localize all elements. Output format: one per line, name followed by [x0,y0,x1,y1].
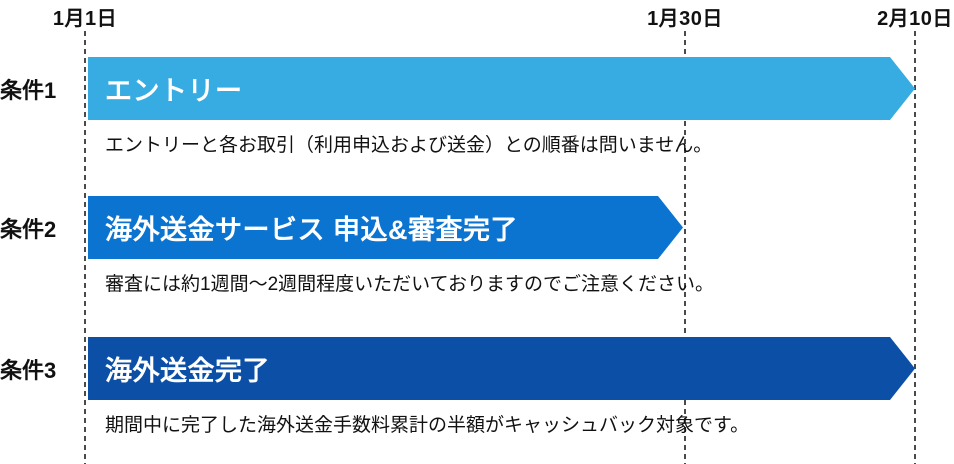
bar-title: エントリー [105,76,243,106]
date-label: 2月10日 [877,8,953,30]
timeline-bar: 海外送金サービス 申込&審査完了 [88,196,683,259]
condition-label: 条件3 [0,357,57,383]
dashed-gridline [914,31,916,464]
row-caption: 期間中に完了した海外送金手数料累計の半額がキャッシュバック対象です。 [105,415,750,436]
row-caption: エントリーと各お取引（利用申込および送金）との順番は問いません。 [105,135,713,156]
dashed-gridline [684,31,686,464]
bar-title: 海外送金サービス 申込&審査完了 [105,215,518,245]
condition-label: 条件1 [0,77,57,103]
timeline-bar: エントリー [88,57,915,120]
timeline-row-condition2: 条件2 海外送金サービス 申込&審査完了 審査には約1週間〜2週間程度いただいて… [0,196,954,296]
dashed-gridline [84,31,86,464]
condition-label: 条件2 [0,216,57,242]
bar-title: 海外送金完了 [105,356,270,386]
date-label: 1月30日 [647,8,723,30]
row-caption: 審査には約1週間〜2週間程度いただいておりますのでご注意ください。 [105,274,714,295]
timeline-bar: 海外送金完了 [88,337,915,400]
timeline-row-condition1: 条件1 エントリー エントリーと各お取引（利用申込および送金）との順番は問いませ… [0,57,954,157]
date-label: 1月1日 [52,8,118,30]
timeline-row-condition3: 条件3 海外送金完了 期間中に完了した海外送金手数料累計の半額がキャッシュバック… [0,337,954,437]
